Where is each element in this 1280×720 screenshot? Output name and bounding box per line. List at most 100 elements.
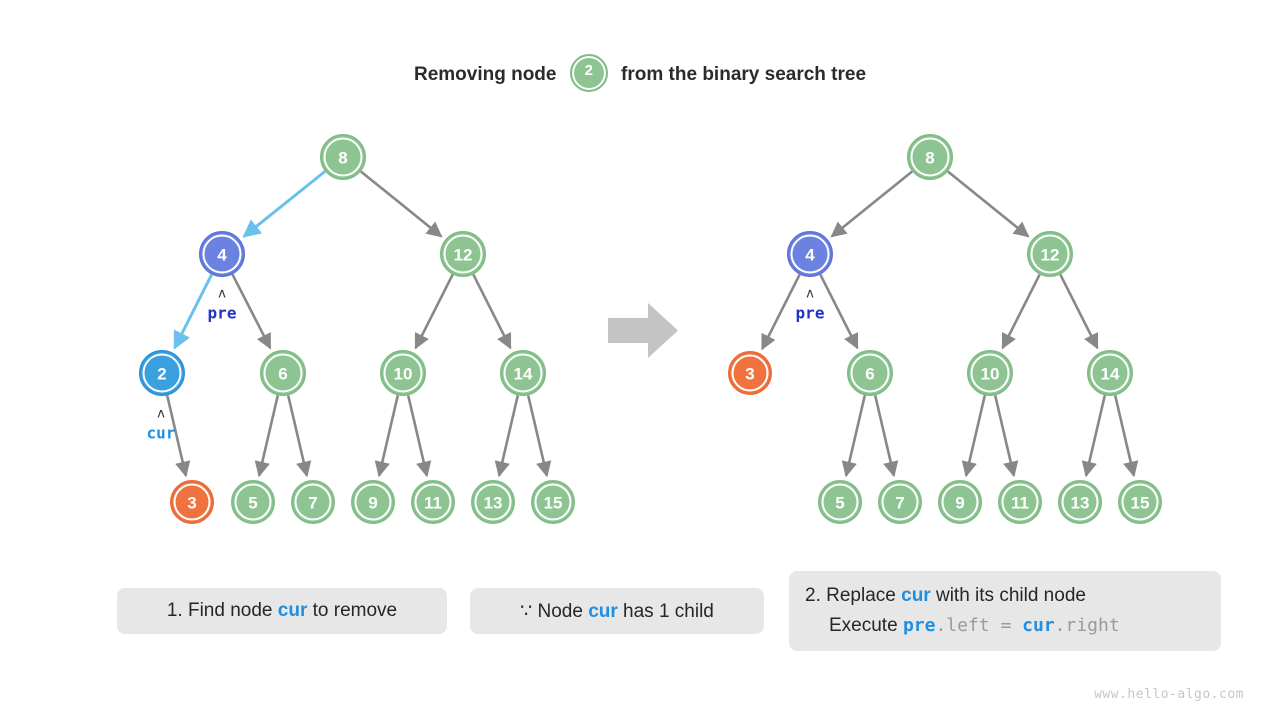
tree-node-label: 11: [1011, 494, 1029, 513]
tree-node-label: 4: [217, 246, 227, 265]
tree-node-label: 13: [1071, 494, 1090, 513]
tree-node-label: 15: [544, 494, 563, 513]
transform-arrow: [608, 303, 678, 358]
title-text-before: Removing node: [413, 64, 557, 85]
tree-edge: [231, 273, 272, 350]
caption3-right-field: .right: [1054, 615, 1120, 636]
tree-node-label: 6: [865, 365, 874, 384]
tree-node-3: 3: [728, 351, 772, 395]
tree-edge: [947, 170, 1030, 238]
caption-box-replace-node: 2. Replace cur with its child node Execu…: [789, 571, 1221, 651]
caption3-equals: =: [989, 615, 1023, 636]
tree-node-9: 9: [351, 480, 395, 524]
tree-node-label: 9: [368, 494, 377, 513]
tree-node-11: 11: [998, 480, 1042, 524]
tree-edge: [165, 395, 191, 478]
tree-edge: [414, 273, 454, 350]
pointer-caret-icon: ʌ: [806, 287, 814, 302]
tree-node-13: 13: [1058, 480, 1102, 524]
page-title: Removing node 2 from the binary search t…: [0, 54, 1280, 94]
tree-edge: [1081, 395, 1107, 478]
tree-node-label: 14: [514, 365, 533, 384]
tree-edge: [873, 395, 899, 478]
tree-edges: [165, 170, 1139, 478]
tree-node-label: 13: [484, 494, 503, 513]
tree-edge: [526, 395, 552, 478]
tree-edge: [819, 273, 859, 350]
caption3-line2: Execute pre.left = cur.right: [805, 611, 1120, 641]
pointer-text: cur: [147, 424, 176, 443]
caption2-suffix: has 1 child: [617, 600, 714, 622]
tree-node-label: 12: [454, 246, 473, 265]
tree-node-label: 4: [805, 246, 815, 265]
tree-node-4: 4: [199, 231, 245, 277]
tree-edge: [173, 273, 213, 350]
caption3-left-field: .left: [935, 615, 990, 636]
tree-node-label: 3: [187, 494, 196, 513]
tree-edge: [406, 395, 432, 478]
caption3-line1-keyword: cur: [901, 585, 931, 606]
caption3-line1-prefix: 2. Replace: [805, 585, 902, 606]
tree-edge: [1001, 273, 1041, 350]
tree-node-label: 7: [308, 494, 317, 513]
tree-node-6: 6: [847, 350, 893, 396]
tree-node-8: 8: [320, 134, 366, 180]
tree-node-15: 15: [531, 480, 575, 524]
tree-node-12: 12: [1027, 231, 1073, 277]
tree-edge: [1059, 273, 1099, 350]
tree-node-9: 9: [938, 480, 982, 524]
tree-node-label: 5: [835, 494, 844, 513]
tree-node-7: 7: [878, 480, 922, 524]
caption3-line1-suffix: with its child node: [930, 585, 1086, 606]
caption3-line1: 2. Replace cur with its child node: [805, 581, 1086, 611]
tree-node-label: 10: [981, 365, 1000, 384]
caption2-prefix: ∵ Node: [520, 600, 589, 622]
tree-node-11: 11: [411, 480, 455, 524]
tree-edge: [374, 395, 400, 478]
tree-edge: [494, 395, 520, 478]
caption1-prefix: 1. Find node: [166, 600, 278, 621]
tree-node-10: 10: [967, 350, 1013, 396]
tree-node-3: 3: [170, 480, 214, 524]
pointer-caret-icon: ʌ: [218, 287, 226, 302]
tree-edge: [760, 273, 801, 351]
tree-node-14: 14: [1087, 350, 1133, 396]
tree-edge: [1113, 395, 1139, 478]
tree-node-label: 8: [338, 149, 347, 168]
pointer-label-pre: ʌ pre: [208, 287, 237, 323]
tree-node-2: 2: [139, 350, 185, 396]
tree-edge: [242, 170, 326, 238]
tree-node-label: 15: [1131, 494, 1150, 513]
caption3-pre-keyword: pre: [902, 615, 936, 636]
watermark: www.hello-algo.com: [1094, 687, 1244, 702]
tree-edge: [993, 395, 1019, 478]
tree-node-8: 8: [907, 134, 953, 180]
tree-node-15: 15: [1118, 480, 1162, 524]
pointer-text: pre: [208, 304, 237, 323]
tree-node-label: 6: [278, 365, 287, 384]
tree-node-label: 10: [394, 365, 413, 384]
tree-edge: [472, 273, 512, 350]
tree-node-label: 5: [248, 494, 257, 513]
title-node-badge: 2: [569, 54, 608, 92]
tree-node-7: 7: [291, 480, 335, 524]
tree-node-label: 11: [424, 494, 442, 513]
tree-edge: [961, 395, 987, 478]
caption2-keyword: cur: [588, 600, 618, 622]
tree-node-label: 3: [745, 365, 754, 384]
tree-node-5: 5: [231, 480, 275, 524]
tree-node-label: 8: [925, 149, 934, 168]
title-text-after: from the binary search tree: [621, 64, 867, 85]
tree-node-4: 4: [787, 231, 833, 277]
tree-node-10: 10: [380, 350, 426, 396]
tree-node-6: 6: [260, 350, 306, 396]
tree-node-13: 13: [471, 480, 515, 524]
tree-node-5: 5: [818, 480, 862, 524]
caption-box-find-node: 1. Find node cur to remove: [117, 588, 447, 634]
tree-edge: [286, 395, 312, 478]
tree-node-14: 14: [500, 350, 546, 396]
